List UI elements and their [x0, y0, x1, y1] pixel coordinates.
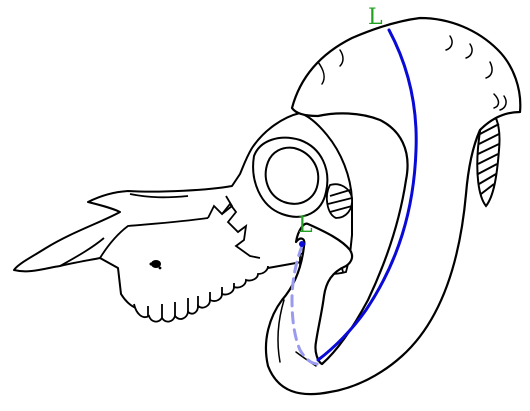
top-length-label: L [368, 5, 383, 30]
inner-length-marker [299, 241, 305, 247]
inner-length-label: L [298, 213, 313, 238]
ear-region-hatching [327, 184, 352, 218]
